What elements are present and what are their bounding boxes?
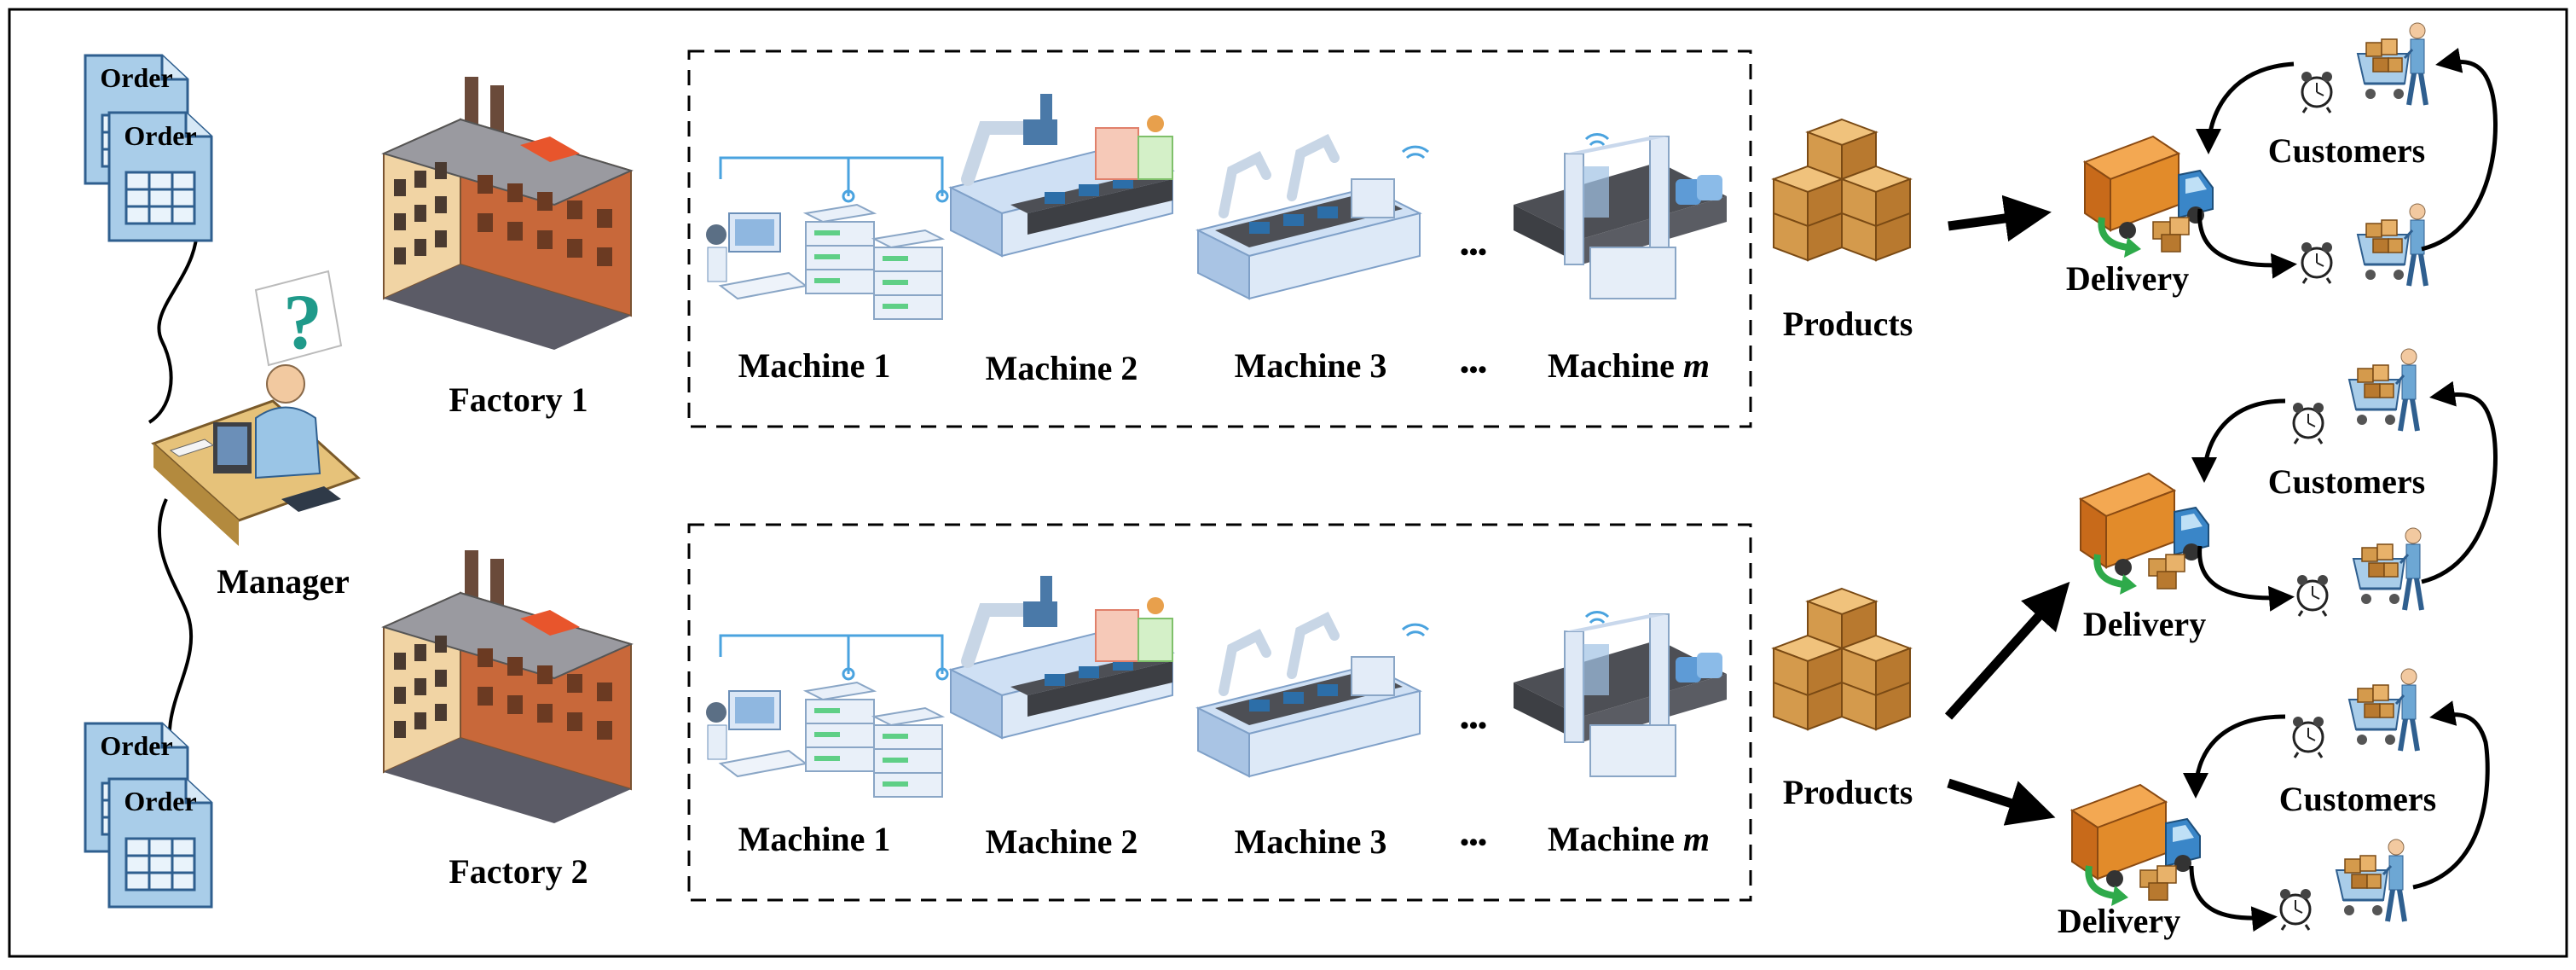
machine-label: Machine 3 — [1235, 346, 1387, 385]
factory-icon — [383, 549, 632, 824]
route-arrow — [2412, 700, 2490, 890]
customers-label: Customers — [2268, 462, 2425, 501]
machine-label: Machine 3 — [1235, 822, 1387, 861]
order-stack-top: Order Order — [84, 54, 213, 242]
production-line-2-box — [687, 523, 1752, 902]
delivery-1: Delivery Customers — [2066, 23, 2498, 298]
product-boxes-icon — [1773, 119, 1911, 261]
route-arrow — [2421, 380, 2498, 584]
ellipsis: ••• — [1460, 712, 1487, 740]
products-label: Products — [1783, 773, 1913, 811]
product-boxes-icon — [1773, 588, 1911, 730]
production-line-1: Machine 1 Machine 2 Machine 3 ••• ••• Ma… — [704, 94, 1728, 387]
delivery-2: Delivery Customers — [2081, 349, 2498, 643]
delivery-truck-icon — [2085, 136, 2213, 258]
products-label: Products — [1783, 305, 1913, 343]
route-arrow — [2197, 545, 2295, 612]
route-arrow — [2191, 398, 2286, 483]
machine-1-icon — [704, 634, 949, 799]
order-label: Order — [100, 62, 172, 93]
machine-3-icon — [1198, 141, 1428, 299]
route-arrow — [2183, 714, 2286, 799]
machine-label: Machine 1 — [738, 346, 891, 385]
products-2: Products — [1773, 588, 1913, 811]
machine-2-icon — [951, 94, 1172, 256]
route-arrow — [2196, 61, 2295, 154]
factory-icon — [383, 76, 632, 351]
delivery-label: Delivery — [2058, 902, 2180, 940]
customer-with-cart-icon — [2336, 839, 2405, 921]
order-manager-connector — [148, 217, 199, 764]
ellipsis: ••• — [1460, 238, 1487, 266]
ellipsis: ••• — [1460, 828, 1487, 857]
machine-m-icon — [1512, 610, 1728, 778]
order-stack-bottom: Order Order — [84, 722, 213, 909]
delivery-label: Delivery — [2083, 605, 2206, 643]
machine-m-icon — [1512, 132, 1728, 300]
customer-with-cart-icon — [2353, 528, 2422, 610]
delivery-label: Delivery — [2066, 259, 2189, 298]
alarm-clock-icon — [2300, 70, 2334, 114]
products-to-delivery-arrow — [1947, 778, 2056, 826]
delivery-3: Delivery Customers — [2058, 669, 2490, 940]
outer-frame — [8, 8, 2568, 958]
thought-bubble-icon: ? — [254, 270, 343, 367]
route-arrow — [2197, 208, 2297, 279]
customer-with-cart-icon — [2358, 204, 2426, 286]
factory-label: Factory 1 — [449, 380, 588, 419]
products-to-delivery-arrow — [1948, 195, 2052, 242]
customers-label: Customers — [2268, 131, 2425, 170]
manager-desk-icon — [151, 364, 361, 546]
manager-label: Manager — [217, 562, 350, 601]
production-line-2: Machine 1 Machine 2 Machine 3 ••• ••• Ma… — [704, 576, 1728, 861]
customers-label: Customers — [2279, 780, 2436, 818]
svg-text:?: ? — [283, 278, 322, 365]
alarm-clock-icon — [2291, 401, 2325, 445]
customer-with-cart-icon — [2349, 349, 2417, 431]
delivery-truck-icon — [2081, 473, 2208, 595]
production-line-1-box — [687, 49, 1752, 428]
machine-1-icon — [704, 156, 949, 321]
alarm-clock-icon — [2300, 241, 2334, 285]
customer-with-cart-icon — [2358, 23, 2426, 105]
products-to-delivery-arrow — [1944, 581, 2070, 720]
machine-label: Machine m — [1548, 820, 1710, 858]
order-label: Order — [124, 120, 196, 151]
route-arrow — [2421, 48, 2498, 252]
route-arrow — [2189, 865, 2278, 932]
ellipsis: ••• — [1460, 356, 1487, 384]
machine-label: Machine 2 — [986, 349, 1138, 387]
machine-3-icon — [1198, 619, 1428, 776]
machine-label: Machine 2 — [986, 822, 1138, 861]
products-1: Products — [1773, 119, 1913, 343]
order-label: Order — [100, 730, 172, 761]
delivery-truck-icon — [2072, 785, 2200, 906]
machine-label: Machine m — [1548, 346, 1710, 385]
customer-with-cart-icon — [2349, 669, 2417, 751]
alarm-clock-icon — [2278, 887, 2313, 932]
alarm-clock-icon — [2291, 715, 2325, 759]
manager: ? Manager — [151, 270, 361, 601]
order-label: Order — [124, 786, 196, 816]
factory-2: Factory 2 — [383, 549, 632, 891]
machine-label: Machine 1 — [738, 820, 891, 858]
alarm-clock-icon — [2295, 573, 2330, 618]
factory-1: Factory 1 — [383, 76, 632, 419]
factory-label: Factory 2 — [449, 852, 588, 891]
machine-2-icon — [951, 576, 1172, 738]
